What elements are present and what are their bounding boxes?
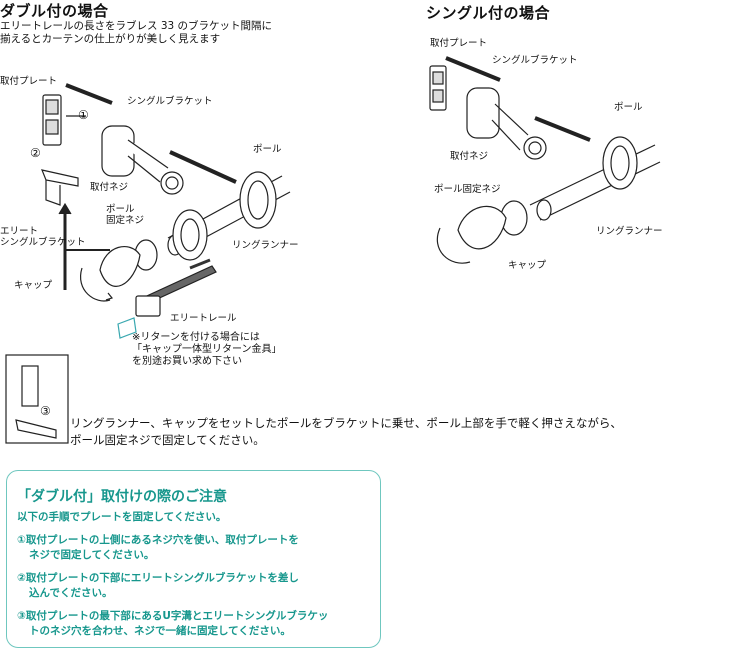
label-pole-screw: ポール 固定ネジ [106, 204, 144, 226]
label-elite-bracket: エリート シングルブラケット [0, 226, 86, 248]
caution-box: 「ダブル付」取付けの際のご注意 以下の手順でプレートを固定してください。 ①取付… [6, 470, 381, 648]
step-3-marker: ③ [40, 404, 51, 418]
label-single-pole: ポール [614, 102, 643, 113]
return-note-line-2: 「キャップ一体型リターン金具」 [132, 344, 282, 355]
subtitle-line-1: エリートレールの長さをラブレス 33 のブラケット間隔に [0, 20, 273, 32]
caution-step-2-line-1: ②取付プレートの下部にエリートシングルブラケットを差し [17, 572, 299, 584]
single-diagram-graphic [429, 56, 661, 264]
return-note: ※リターンを付ける場合には 「キャップ一体型リターン金具」 を別途お買い求め下さ… [132, 332, 282, 368]
label-single-cap: キャップ [508, 260, 547, 271]
label-single-screw: 取付ネジ [450, 151, 489, 162]
label-single-pole-screw: ポール固定ネジ [434, 184, 501, 195]
heading-double: ダブル付の場合 [0, 2, 109, 20]
caution-title: 「ダブル付」取付けの際のご注意 [17, 489, 227, 505]
label-elite-bracket-line-1: エリート [0, 226, 39, 237]
return-note-line-3: を別途お買い求め下さい [132, 356, 242, 367]
mount-plate-graphic [42, 94, 62, 146]
pole-graphic [167, 171, 291, 261]
step-1-marker: ① [78, 108, 89, 122]
caution-step-3: ③取付プレートの最下部にあるU字溝とエリートシングルブラケッ トのネジ穴を合わせ… [17, 609, 328, 639]
caution-intro: 以下の手順でプレートを固定してください。 [17, 511, 227, 523]
caution-step-1-line-2: ネジで固定してください。 [29, 549, 155, 561]
label-single-single-bracket: シングルブラケット [492, 55, 578, 66]
elite-rail-graphic [135, 265, 217, 317]
instruction-text: リングランナー、キャップをセットしたポールをブラケットに乗せ、ポール上部を手で軽… [70, 415, 622, 449]
label-pole-screw-line-2: 固定ネジ [106, 215, 145, 226]
caution-step-2-line-2: 込んでください。 [29, 587, 113, 599]
label-pole-screw-line-1: ポール [106, 204, 135, 215]
single-bracket-graphic [101, 125, 184, 195]
caution-step-1: ①取付プレートの上側にあるネジ穴を使い、取付プレートを ネジで固定してください。 [17, 533, 299, 563]
label-single-mount-plate: 取付プレート [430, 38, 488, 49]
instruction-line-2: ポール固定ネジで固定してください。 [70, 433, 265, 447]
subtitle-line-2: 揃えるとカーテンの仕上がりが美しく見えます [0, 33, 221, 45]
caution-step-3-line-1: ③取付プレートの最下部にあるU字溝とエリートシングルブラケッ [17, 610, 329, 622]
label-cap: キャップ [14, 280, 53, 291]
instruction-line-1: リングランナー、キャップをセットしたポールをブラケットに乗せ、ポール上部を手で軽… [70, 416, 622, 430]
label-mount-plate: 取付プレート [0, 76, 58, 87]
cap-graphic [79, 239, 158, 302]
return-note-line-1: ※リターンを付ける場合には [132, 332, 260, 343]
label-screw: 取付ネジ [90, 182, 129, 193]
caution-step-1-line-1: ①取付プレートの上側にあるネジ穴を使い、取付プレートを [17, 534, 299, 546]
heading-single: シングル付の場合 [426, 4, 551, 22]
subtitle: エリートレールの長さをラブレス 33 のブラケット間隔に 揃えるとカーテンの仕上… [0, 20, 272, 46]
label-pole: ポール [253, 144, 282, 155]
label-ring-runner: リングランナー [232, 240, 299, 251]
label-single-ring-runner: リングランナー [596, 226, 663, 237]
caution-step-3-line-2: トのネジ穴を合わせ、ネジで一緒に固定してください。 [29, 625, 291, 637]
step-2-marker: ② [30, 146, 41, 160]
label-single-bracket: シングルブラケット [127, 96, 213, 107]
label-elite-rail: エリートレール [170, 313, 237, 324]
caution-step-2: ②取付プレートの下部にエリートシングルブラケットを差し 込んでください。 [17, 571, 299, 601]
label-elite-bracket-line-2: シングルブラケット [0, 237, 86, 248]
